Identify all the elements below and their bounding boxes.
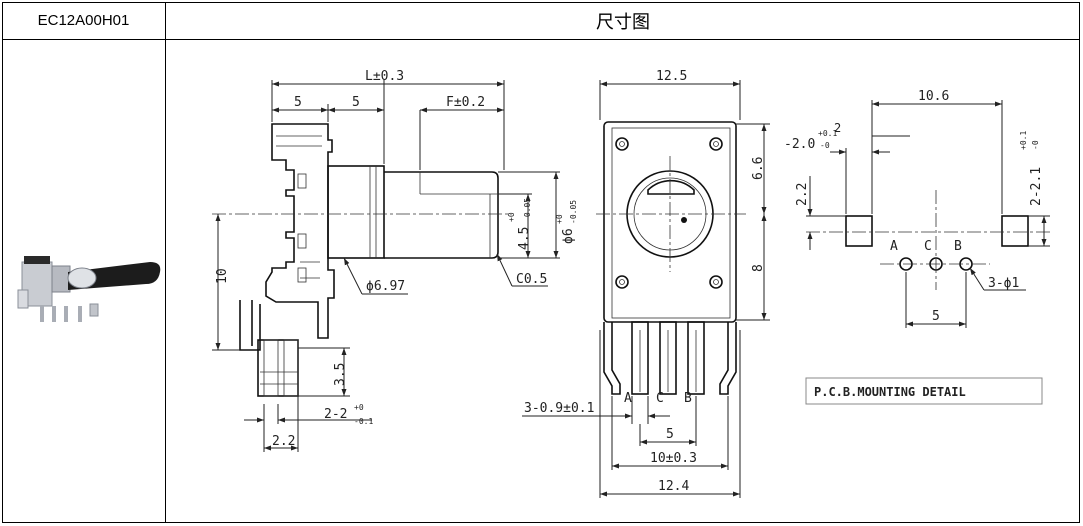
dim-mount-span: 10±0.3 xyxy=(650,451,697,466)
dim-bushing-dia: ϕ6.97 xyxy=(366,279,405,294)
dim-pin-width-tol-lower: -0.1 xyxy=(354,417,373,426)
terminal-label-a: A xyxy=(624,391,632,406)
column-divider xyxy=(165,2,166,523)
dim-shaft-flat-tol-upper: +0 xyxy=(507,212,516,222)
dim-seg-a: 5 xyxy=(294,95,302,110)
pcb-detail-label: P.C.B.MOUNTING DETAIL xyxy=(814,385,966,399)
dim-slot-height-right-tol-upper: +0.1 xyxy=(1019,131,1028,150)
dim-upper-height: 6.6 xyxy=(751,157,766,180)
dim-slot-height: 2.2 xyxy=(795,183,810,206)
dim-height: 10 xyxy=(215,268,230,284)
dim-overall-length: L±0.3 xyxy=(365,69,404,84)
dim-slot-height-right: 2-2.1 xyxy=(1029,167,1044,206)
dim-pin-width: 2-2 xyxy=(324,407,347,422)
header-divider xyxy=(2,39,1080,40)
pcb-label-c: C xyxy=(924,239,932,254)
part-code: EC12A00H01 xyxy=(37,12,130,29)
product-thumbnail xyxy=(17,256,161,322)
dim-slot-width-tol-lower: -0 xyxy=(820,141,830,150)
dim-flat-length: F±0.2 xyxy=(446,95,485,110)
dim-slot-width-tol-upper: +0.1 xyxy=(818,129,837,138)
pcb-label-a: A xyxy=(890,239,898,254)
dim-bottom-width: 12.4 xyxy=(658,479,689,494)
terminal-label-b: B xyxy=(684,391,692,406)
dim-pin-spacing: 2.2 xyxy=(272,434,295,449)
dim-shaft-dia-tol-upper: +0 xyxy=(555,214,564,224)
sheet-title: 尺寸图 xyxy=(596,11,650,32)
dim-seg-b: 5 xyxy=(352,95,360,110)
pcb-label-b: B xyxy=(954,239,962,254)
dim-slot-width: -2.0 xyxy=(784,137,815,152)
dim-pcb-width: 10.6 xyxy=(918,89,949,104)
dim-terminal-size: 3-0.9±0.1 xyxy=(524,401,594,416)
front-view: A C B 12.5 6.6 8 3-0.9±0.1 5 xyxy=(522,69,770,498)
pcb-detail: A C B 10.6 -2.0 +0.1 -0 2 2.2 xyxy=(784,89,1050,405)
dim-lower-height: 8 xyxy=(751,264,766,272)
side-view: L±0.3 5 5 F±0.2 10 4.5 +0 -0.05 ϕ xyxy=(212,69,578,452)
dim-slot-width-tol-extra: 2 xyxy=(834,121,841,135)
dim-shaft-dia: ϕ6 xyxy=(561,228,576,244)
terminal-label-c: C xyxy=(656,391,664,406)
dim-pin-length: 3.5 xyxy=(333,363,348,386)
dim-hole-pitch: 5 xyxy=(932,309,940,324)
dim-holes: 3-ϕ1 xyxy=(988,276,1019,291)
dim-shaft-flat: 4.5 xyxy=(517,227,532,250)
dim-pin-width-tol-upper: +0 xyxy=(354,403,364,412)
dim-terminal-pitch: 5 xyxy=(666,427,674,442)
dim-chamfer: C0.5 xyxy=(516,272,547,287)
dim-shaft-dia-tol-lower: -0.05 xyxy=(569,200,578,224)
dim-slot-height-right-tol-lower: -0 xyxy=(1031,140,1040,150)
dim-shaft-flat-tol-lower: -0.05 xyxy=(523,198,532,222)
dim-top-width: 12.5 xyxy=(656,69,687,84)
